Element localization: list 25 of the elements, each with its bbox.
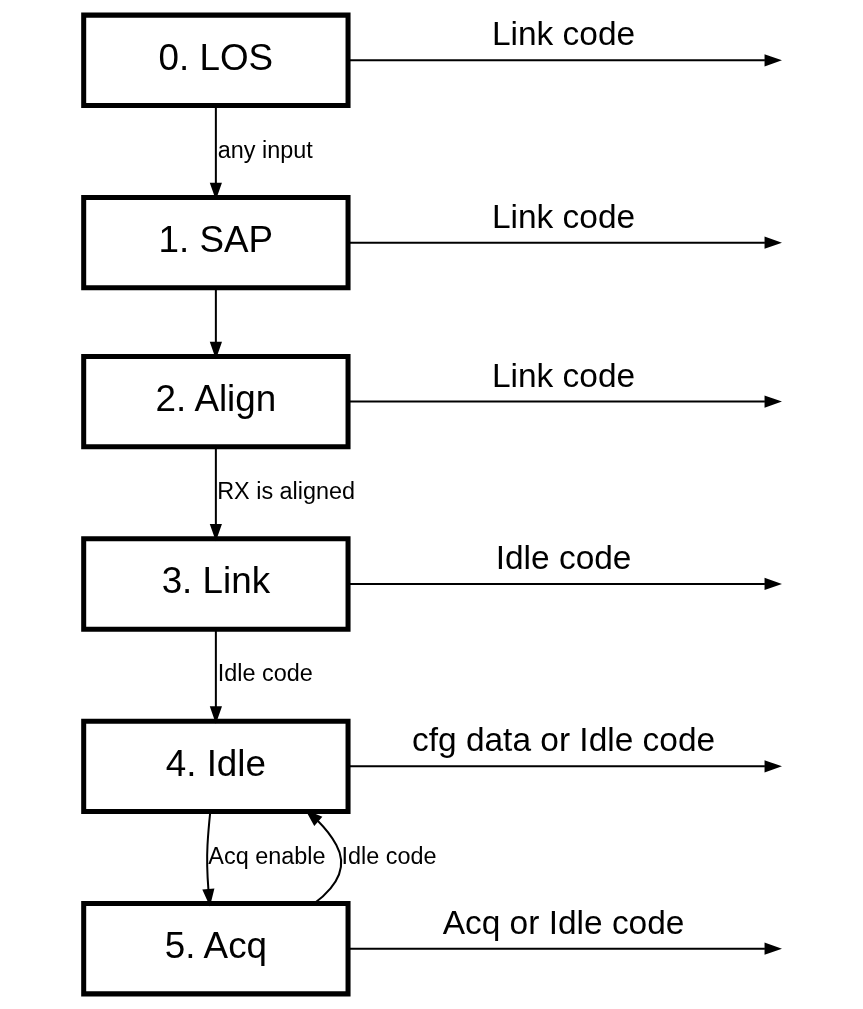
edge-label: Idle code	[341, 842, 437, 869]
arrow	[201, 811, 214, 907]
node-box: 1. SAP	[80, 194, 351, 291]
edge-label: Acq or Idle code	[442, 903, 684, 941]
node-box: 2. Align	[80, 353, 351, 450]
arrow	[347, 395, 782, 408]
arrow	[347, 942, 782, 955]
arrow	[347, 760, 782, 773]
edge-label: Link code	[491, 15, 635, 53]
node-box: 0. LOS	[80, 12, 351, 108]
node-box: 3. Link	[80, 536, 351, 632]
arrow	[209, 629, 222, 724]
edge-label: any input	[217, 136, 313, 163]
arrow	[347, 236, 782, 249]
edge-label: Link code	[491, 356, 635, 394]
node-box: 5. Acq	[80, 901, 351, 997]
edge-label: RX is aligned	[216, 477, 355, 504]
edge-label: Idle code	[495, 538, 631, 576]
node-box: 4. Idle	[80, 718, 351, 815]
edge-label: Acq enable	[207, 842, 325, 869]
edge-label: cfg data or Idle code	[411, 721, 715, 759]
arrow	[347, 54, 782, 67]
edge-label: Idle code	[217, 660, 313, 687]
edge-label: Link code	[491, 197, 635, 235]
arrow	[347, 577, 782, 591]
